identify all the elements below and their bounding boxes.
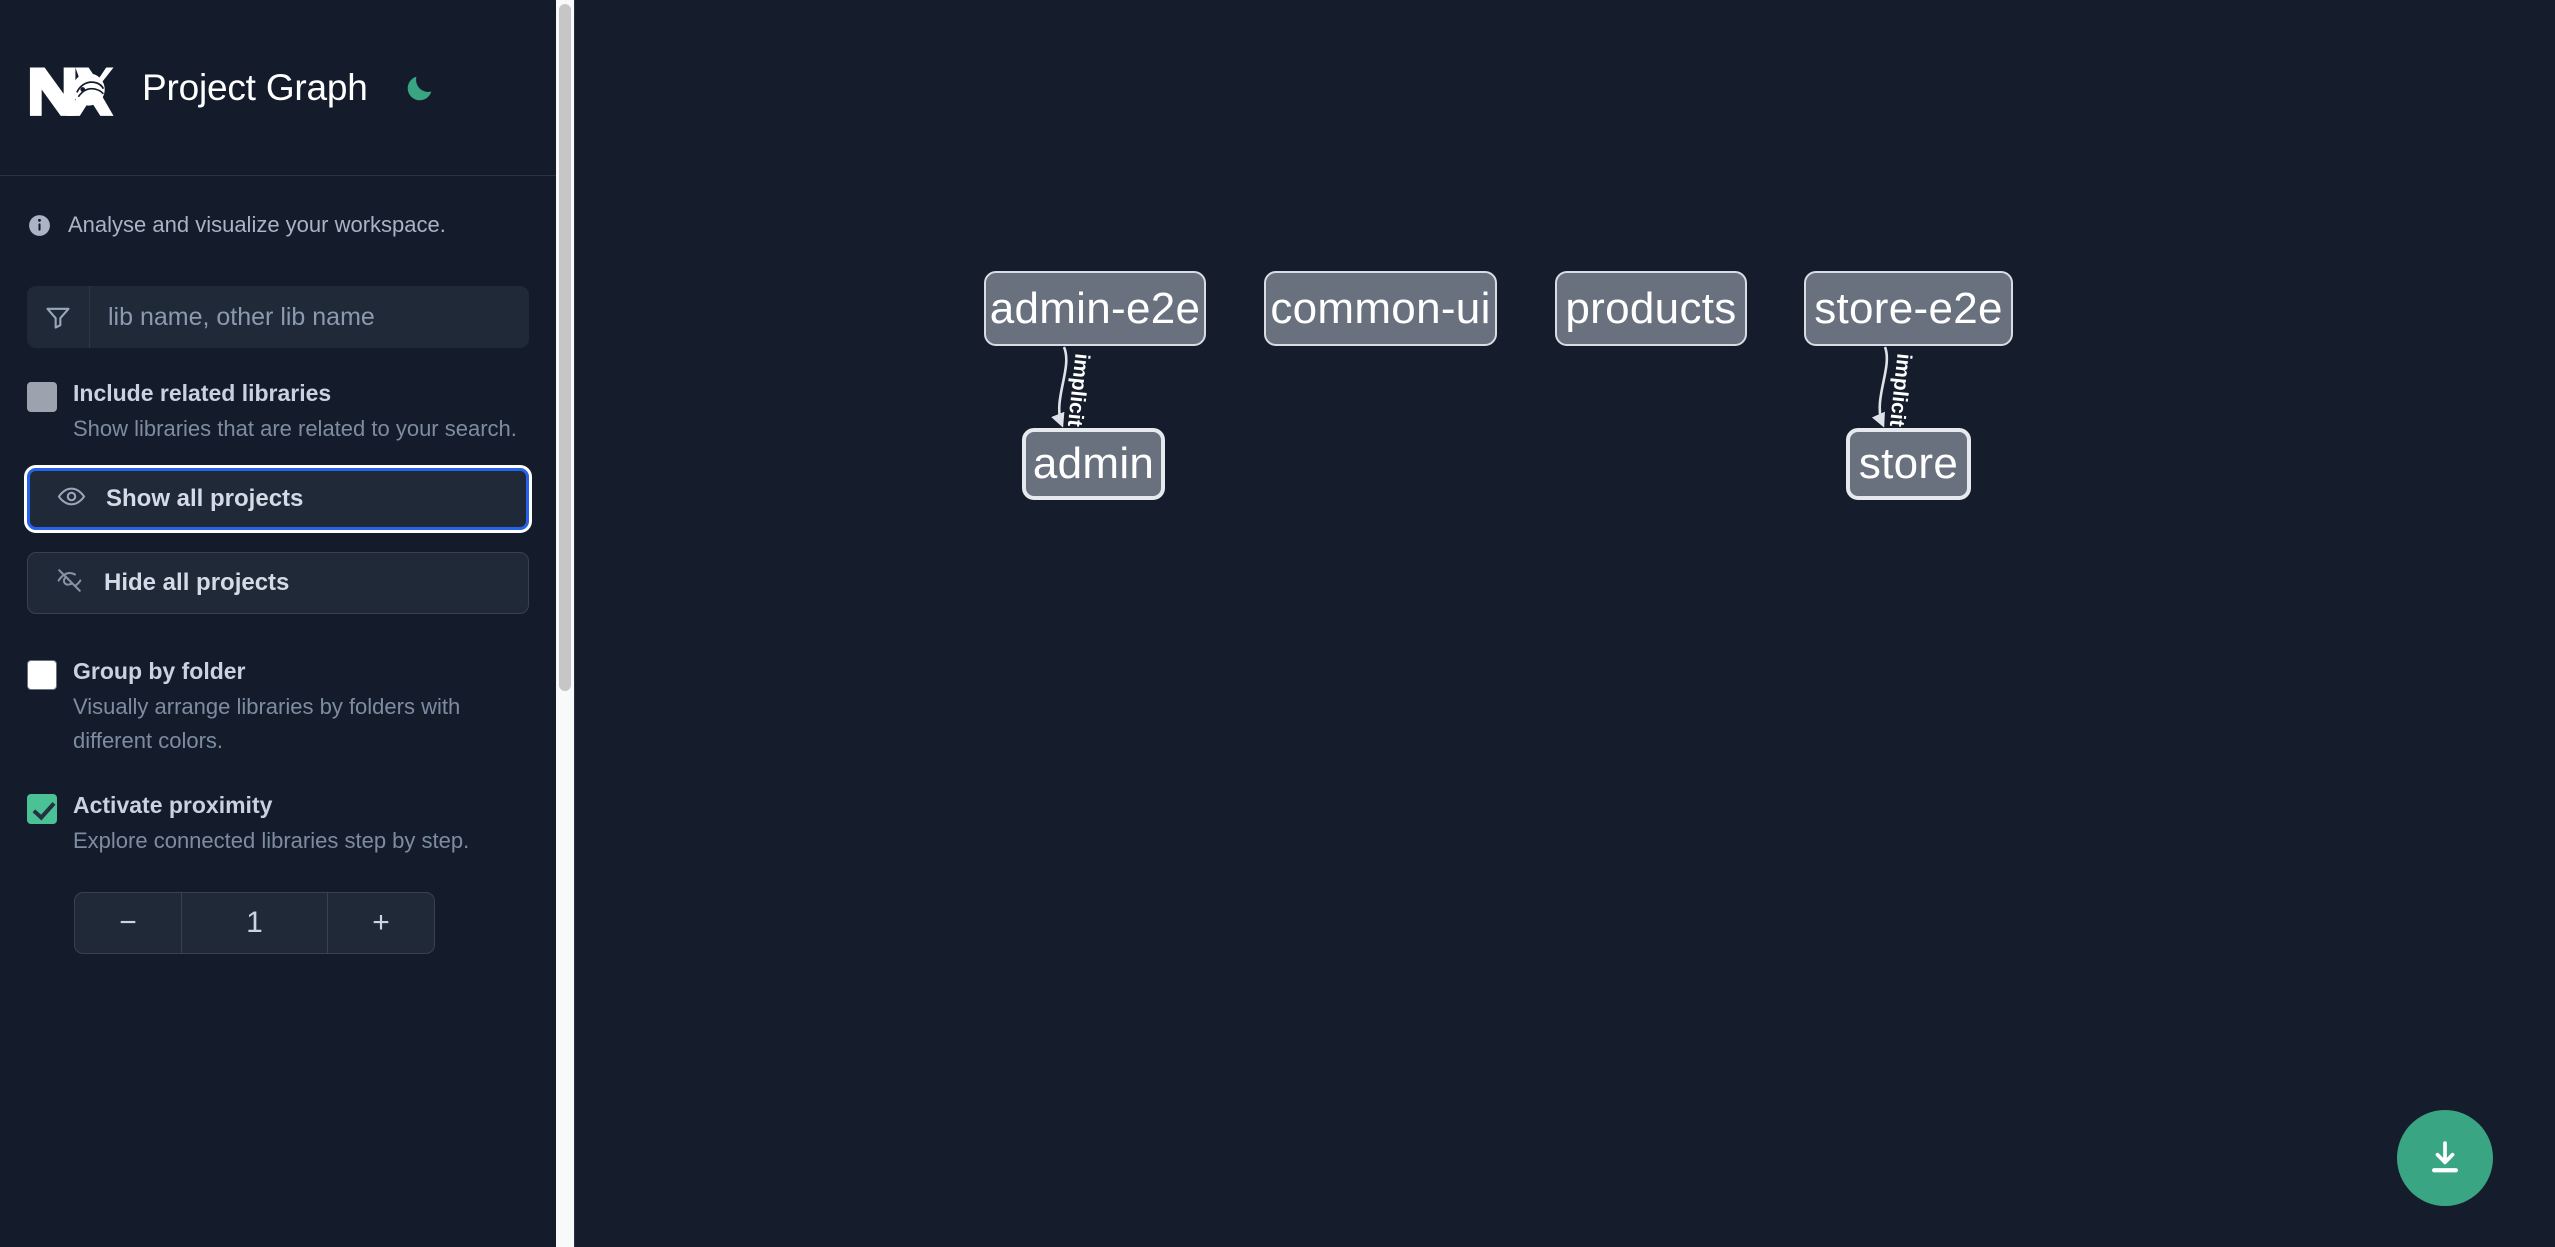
stepper-value: 1 [181, 893, 328, 953]
sidebar-header: Project Graph [0, 0, 556, 176]
show-all-projects-label: Show all projects [106, 485, 304, 512]
graph-edges [1051, 346, 1889, 428]
sidebar-divider [574, 0, 575, 1247]
checkbox-description: Explore connected libraries step by step… [73, 828, 470, 853]
checkbox-include-related-libraries: Include related libraries Show libraries… [27, 378, 529, 446]
filter-row [27, 286, 529, 348]
checkbox-activate-proximity: Activate proximity Explore connected lib… [27, 790, 529, 858]
page-title: Project Graph [142, 66, 368, 108]
checkbox-group-by-folder: Group by folder Visually arrange librari… [27, 656, 529, 758]
activate-proximity-checkbox[interactable] [27, 794, 57, 824]
proximity-stepper: − 1 + [74, 892, 435, 954]
download-icon [2432, 1141, 2458, 1173]
sidebar: Project Graph Analyse and visualize your… [0, 0, 575, 1247]
tagline: Analyse and visualize your workspace. [27, 212, 529, 238]
show-all-projects-button[interactable]: Show all projects [24, 465, 532, 533]
eye-off-icon [55, 566, 84, 600]
graph-node-store-e2e[interactable]: store-e2e [1804, 271, 2013, 346]
checkbox-description: Show libraries that are related to your … [73, 416, 517, 441]
search-input[interactable] [90, 286, 529, 348]
graph-node-common-ui[interactable]: common-ui [1264, 271, 1497, 346]
checkbox-label: Activate proximity [73, 792, 273, 818]
graph-canvas[interactable]: implicit implicit admin-e2e common-ui pr… [575, 0, 2555, 1247]
group-by-folder-checkbox[interactable] [27, 660, 57, 690]
info-icon [27, 213, 52, 238]
graph-node-store[interactable]: store [1846, 428, 1971, 500]
checkbox-description: Visually arrange libraries by folders wi… [73, 694, 461, 753]
edge-label-implicit: implicit [1884, 352, 1916, 428]
tagline-text: Analyse and visualize your workspace. [68, 212, 446, 237]
eye-icon [57, 482, 86, 516]
hide-all-projects-button[interactable]: Hide all projects [27, 552, 529, 614]
checkbox-label: Group by folder [73, 658, 246, 684]
graph-node-products[interactable]: products [1555, 271, 1747, 346]
edge-label-implicit: implicit [1062, 352, 1094, 428]
moon-icon[interactable] [400, 68, 440, 108]
sidebar-body: Analyse and visualize your workspace. In… [0, 212, 556, 954]
graph-node-admin-e2e[interactable]: admin-e2e [984, 271, 1206, 346]
sidebar-scrollbar-thumb[interactable] [559, 4, 571, 691]
stepper-decrement-button[interactable]: − [119, 906, 137, 939]
graph-node-admin[interactable]: admin [1022, 428, 1165, 500]
nx-logo-icon [27, 57, 115, 119]
sidebar-scrollbar-track[interactable] [556, 0, 574, 1247]
hide-all-projects-label: Hide all projects [104, 569, 290, 596]
stepper-increment-button[interactable]: + [372, 906, 390, 939]
download-button[interactable] [2397, 1110, 2493, 1206]
checkbox-label: Include related libraries [73, 380, 332, 406]
include-related-libraries-checkbox[interactable] [27, 382, 57, 412]
funnel-icon [27, 286, 90, 348]
